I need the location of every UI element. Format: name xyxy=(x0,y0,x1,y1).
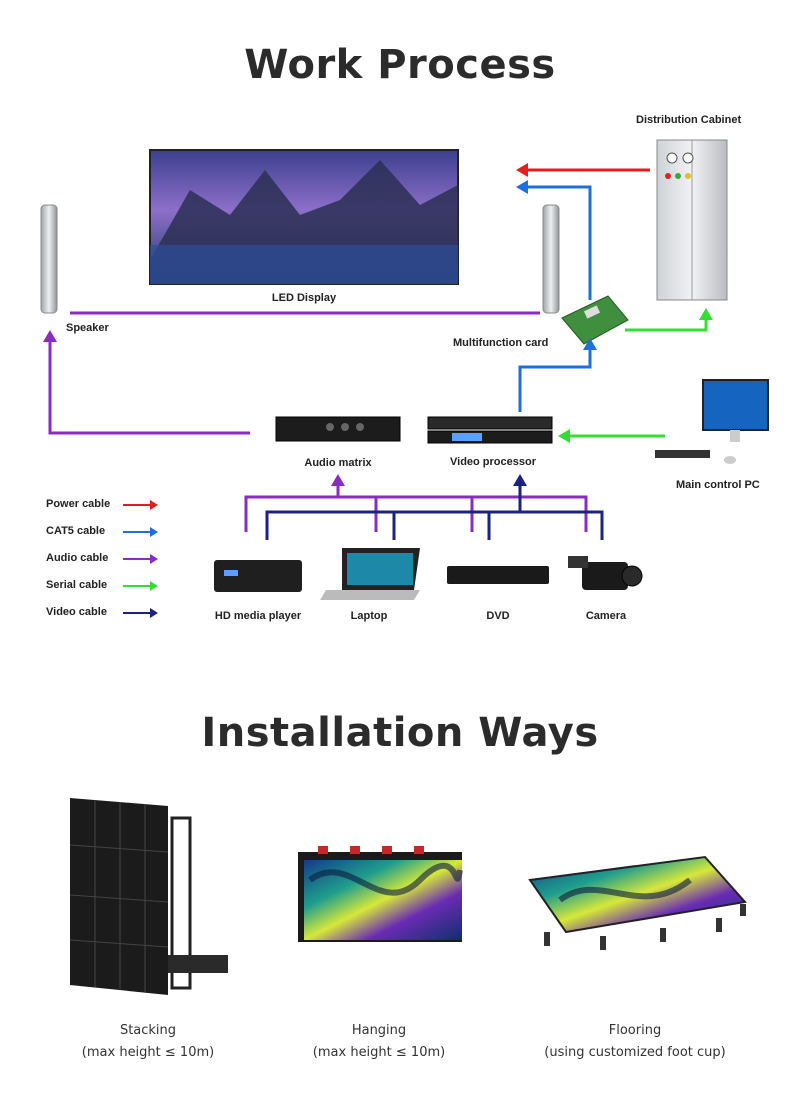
legend-item-video: Video cable xyxy=(46,606,176,622)
hanging-note: (max height ≤ 10m) xyxy=(312,1045,446,1060)
stacking-note: (max height ≤ 10m) xyxy=(81,1045,215,1060)
legend-label: Power cable xyxy=(46,498,111,510)
flooring-note: (using customized foot cup) xyxy=(544,1045,726,1060)
hanging-caption: Hanging (max height ≤ 10m) xyxy=(269,1020,489,1064)
cat5-arrow-head-2 xyxy=(583,338,597,350)
stacking-name: Stacking xyxy=(119,1023,177,1038)
hd-media-player-icon xyxy=(214,560,302,592)
power-arrow-head xyxy=(516,163,528,177)
camera-label: Camera xyxy=(585,610,627,622)
main-control-pc-label: Main control PC xyxy=(676,479,760,491)
flooring-name: Flooring xyxy=(608,1023,662,1038)
audio-arrow-head-2 xyxy=(331,474,345,486)
serial-cable xyxy=(568,318,708,438)
audio-arrow-head-1 xyxy=(43,330,57,342)
main-control-pc-icon xyxy=(655,379,769,464)
led-display-label: LED Display xyxy=(271,292,337,304)
legend-label: Audio cable xyxy=(46,552,109,564)
legend-label: Video cable xyxy=(46,606,107,618)
work-process-title: Work Process xyxy=(244,42,556,88)
dvd-icon xyxy=(447,566,549,584)
speaker-label: Speaker xyxy=(66,322,109,334)
hd-media-player-label: HD media player xyxy=(214,610,302,622)
legend-item-serial: Serial cable xyxy=(46,579,176,595)
speaker-left-icon xyxy=(40,204,58,314)
distribution-cabinet-label: Distribution Cabinet xyxy=(636,114,742,126)
multifunction-card-icon xyxy=(561,295,629,345)
distribution-cabinet-icon xyxy=(656,139,728,301)
audio-matrix-icon xyxy=(275,416,401,442)
multifunction-card-label: Multifunction card xyxy=(453,337,549,349)
legend-label: CAT5 cable xyxy=(46,525,106,537)
legend-item-power: Power cable xyxy=(46,498,176,514)
laptop-icon xyxy=(320,548,420,600)
flooring-caption: Flooring (using customized foot cup) xyxy=(525,1020,745,1064)
cat5-arrow-head-1 xyxy=(516,180,528,194)
video-processor-label: Video processor xyxy=(450,456,536,468)
legend-arrows xyxy=(123,500,158,618)
stacking-caption: Stacking (max height ≤ 10m) xyxy=(38,1020,258,1064)
legend-label: Serial cable xyxy=(46,579,108,591)
audio-cable xyxy=(48,311,588,532)
installation-ways-title: Installation Ways xyxy=(201,710,599,756)
video-arrow-head xyxy=(513,474,527,486)
speaker-right-icon xyxy=(542,204,560,314)
video-processor-icon xyxy=(427,416,553,444)
serial-arrow-head-2 xyxy=(699,308,713,320)
audio-matrix-label: Audio matrix xyxy=(304,457,372,469)
dvd-label: DVD xyxy=(486,610,510,622)
video-cable xyxy=(265,486,604,540)
serial-arrow-head-1 xyxy=(558,429,570,443)
legend-item-cat5: CAT5 cable xyxy=(46,525,176,541)
flooring-image xyxy=(528,855,747,950)
led-display-icon xyxy=(149,149,459,285)
cat5-cable xyxy=(518,185,592,412)
legend-item-audio: Audio cable xyxy=(46,552,176,568)
stacking-image xyxy=(69,798,228,995)
hanging-image xyxy=(298,846,463,942)
laptop-label: Laptop xyxy=(350,610,388,622)
camera-icon xyxy=(568,556,643,590)
hanging-name: Hanging xyxy=(351,1023,407,1038)
